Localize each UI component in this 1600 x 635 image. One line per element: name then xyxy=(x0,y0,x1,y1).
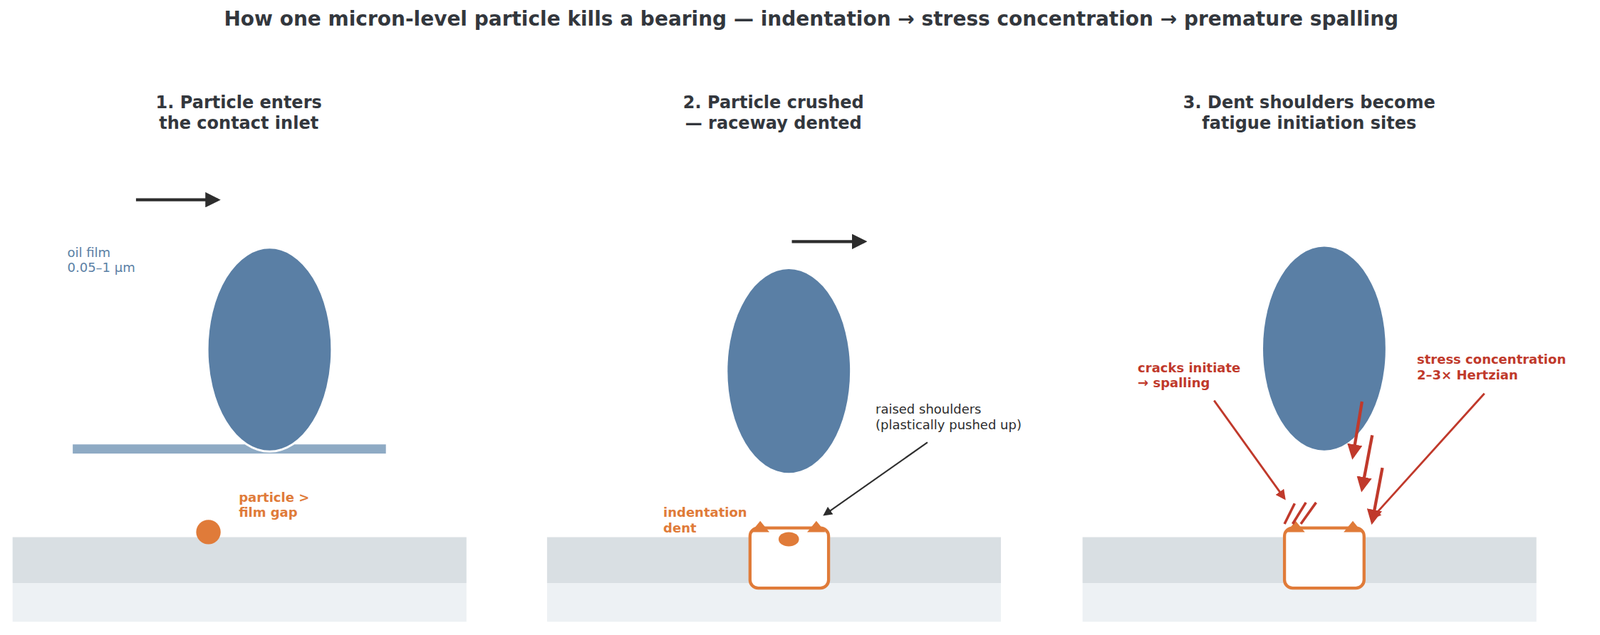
crushed-particle xyxy=(778,532,800,547)
shoulder xyxy=(1343,521,1363,533)
motion-arrow xyxy=(136,198,218,201)
panel-3 xyxy=(1082,246,1537,622)
leader-line xyxy=(1372,393,1484,519)
rolling-element xyxy=(207,247,332,452)
dent xyxy=(750,528,829,589)
particle xyxy=(195,520,221,545)
shoulder-label: raised shoulders (plastically pushed up) xyxy=(875,401,1056,433)
panel-1 xyxy=(12,200,467,623)
rolling-element xyxy=(727,269,850,474)
crack xyxy=(1300,502,1316,525)
oil-film xyxy=(72,444,387,454)
particle-label: particle > film gap xyxy=(238,490,333,521)
stress-arrow xyxy=(1352,401,1363,457)
panel-heading: 2. Particle crushed — raceway dented xyxy=(646,92,902,134)
dent-label: indentation dent xyxy=(663,505,749,536)
stress-arrow xyxy=(1362,435,1373,490)
raceway-surface xyxy=(12,537,467,584)
stress-label: stress concentration 2–3× Hertzian xyxy=(1416,351,1596,383)
panel-heading: 3. Dent shoulders become fatigue initiat… xyxy=(1143,92,1475,134)
panel-heading: 1. Particle enters the contact inlet xyxy=(122,92,355,134)
cracks xyxy=(1284,502,1316,525)
leader-line xyxy=(824,442,928,516)
raceway-subsurface xyxy=(12,583,467,622)
shoulder xyxy=(807,521,826,533)
shoulder xyxy=(750,521,770,533)
motion-arrow xyxy=(792,240,865,243)
stress-arrow xyxy=(1372,468,1383,523)
title: How one micron-level particle kills a be… xyxy=(223,7,1399,32)
dent xyxy=(1284,528,1365,589)
leader-line xyxy=(1213,401,1285,499)
rolling-element xyxy=(1263,246,1386,451)
film-label: oil film 0.05–1 µm xyxy=(67,245,149,276)
load-arrows xyxy=(1352,401,1383,523)
crack-label: cracks initiate → spalling xyxy=(1137,360,1264,392)
